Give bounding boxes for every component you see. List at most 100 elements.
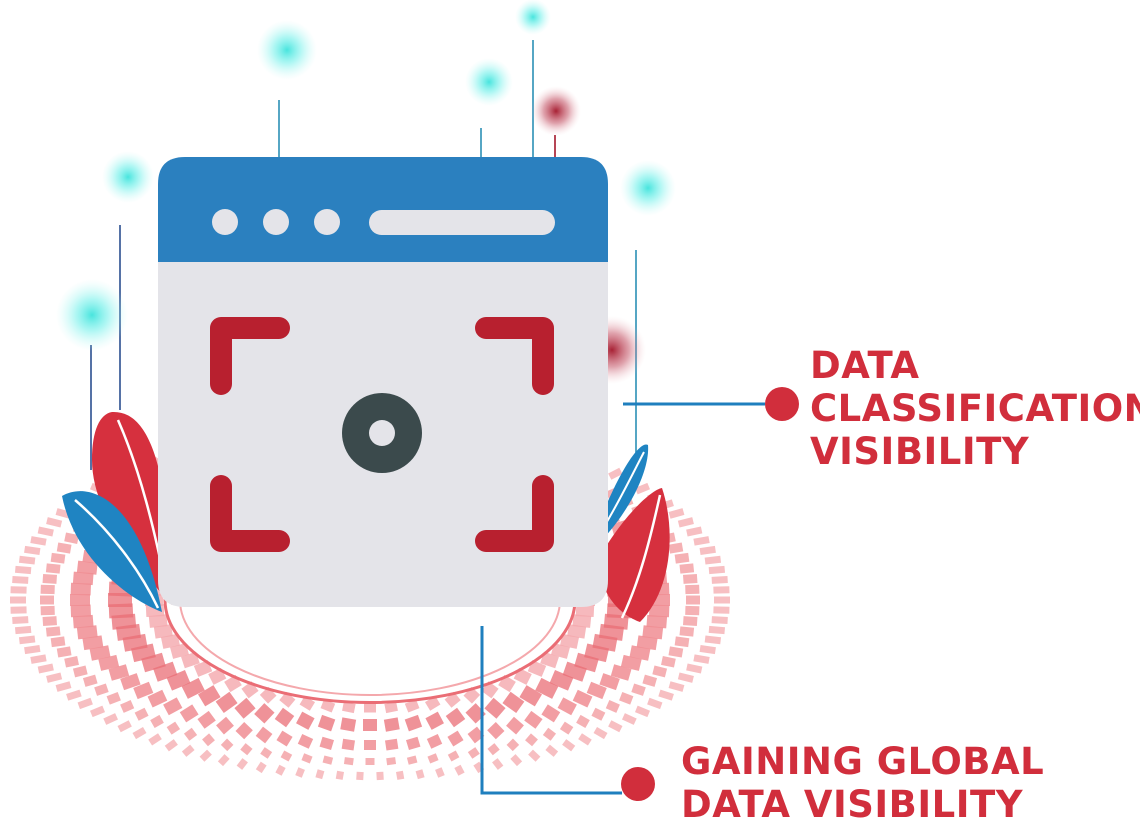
ring-tick	[679, 521, 693, 525]
ring-tick	[391, 758, 392, 765]
ring-tick	[683, 578, 697, 579]
ring-tick	[531, 752, 538, 759]
ring-tick	[659, 693, 672, 697]
ring-tick	[220, 756, 227, 763]
ring-tick	[280, 712, 288, 723]
ring-tick	[700, 648, 715, 650]
ring-tick	[687, 530, 702, 533]
callout-data-classification-visibility: DATA CLASSIFICATION VISIBILITY	[810, 344, 1140, 473]
ring-tick	[538, 684, 555, 692]
ring-tick	[648, 701, 661, 706]
ring-tick	[643, 631, 662, 633]
ring-tick	[122, 704, 133, 709]
ring-tick	[227, 680, 238, 687]
ring-tick	[410, 702, 414, 711]
ring-tick	[347, 719, 349, 731]
ring-tick	[348, 758, 349, 765]
ring-tick	[109, 610, 133, 611]
ring-tick	[561, 640, 578, 643]
ring-tick	[687, 667, 702, 670]
ring-tick	[73, 578, 93, 579]
ring-tick	[568, 630, 585, 633]
ring-tick	[644, 679, 656, 683]
ring-tick	[306, 755, 309, 762]
ring-tick	[74, 670, 87, 673]
ring-tick	[260, 730, 267, 739]
ring-tick	[201, 716, 212, 724]
ring-tick	[303, 736, 307, 746]
ring-tick	[196, 666, 210, 672]
ring-tick	[675, 557, 689, 559]
ring-tick	[593, 712, 603, 717]
ring-tick	[449, 696, 456, 704]
ring-tick	[412, 738, 415, 748]
ring-tick	[19, 559, 35, 561]
ring-tick	[31, 658, 46, 661]
ring-tick	[608, 704, 619, 709]
ring-tick	[51, 641, 65, 643]
ring-tick	[528, 737, 535, 743]
ring-tick	[183, 709, 195, 717]
ring-tick	[348, 740, 349, 750]
callout-line: VISIBILITY	[810, 430, 1140, 473]
ring-tick	[326, 702, 330, 711]
ring-tick	[19, 639, 35, 641]
ring-tick	[432, 715, 438, 727]
ring-tick	[580, 736, 590, 742]
ring-tick	[71, 610, 91, 611]
ring-tick	[390, 703, 392, 712]
ring-tick	[432, 736, 436, 746]
ring-tick	[507, 697, 521, 707]
ring-tick	[78, 631, 97, 633]
ring-tick	[576, 660, 597, 666]
ring-tick	[712, 620, 728, 621]
ring-tick	[647, 621, 667, 622]
ring-tick	[305, 699, 310, 708]
window-dot-3	[314, 209, 340, 235]
ring-tick	[150, 695, 165, 702]
ring-tick	[65, 537, 78, 540]
ring-tick	[285, 753, 289, 760]
ring-tick	[542, 658, 557, 663]
ring-tick	[25, 549, 40, 551]
ring-tick	[468, 691, 476, 699]
ring-tick	[457, 766, 461, 774]
ring-tick	[282, 734, 288, 744]
ring-tick	[152, 719, 161, 724]
ring-tick	[631, 651, 650, 655]
ring-tick	[167, 742, 176, 749]
ring-tick	[244, 746, 249, 752]
ring-tick	[264, 750, 269, 757]
ring-tick	[391, 740, 392, 750]
ring-tick	[124, 641, 147, 645]
ring-tick	[220, 697, 234, 707]
ring-tick	[259, 764, 264, 772]
ring-tick	[169, 725, 178, 731]
ring-tick	[211, 673, 224, 679]
ring-tick	[239, 760, 245, 767]
ring-tick	[38, 530, 53, 533]
ring-tick	[653, 670, 666, 673]
ring-tick	[391, 719, 393, 731]
ring-tick	[240, 726, 249, 735]
ring-tick	[47, 521, 61, 525]
ring-tick	[12, 620, 28, 621]
ring-tick	[187, 731, 195, 737]
ring-tick	[411, 717, 415, 729]
ring-tick	[134, 730, 144, 736]
ring-tick	[622, 661, 640, 665]
ring-tick	[105, 716, 117, 721]
ring-tick	[546, 731, 554, 737]
ring-tick	[339, 771, 340, 779]
ring-tick	[325, 738, 328, 748]
ring-tick	[166, 703, 180, 710]
ring-tick	[172, 649, 188, 653]
ring-tick	[485, 686, 495, 693]
ring-tick	[595, 730, 605, 736]
ring-tick	[73, 621, 93, 622]
ring-tick	[162, 640, 179, 643]
ring-tick	[65, 660, 78, 663]
callout-line: DATA	[810, 344, 1140, 387]
ring-tick	[284, 696, 291, 704]
ring-tick	[278, 766, 282, 774]
